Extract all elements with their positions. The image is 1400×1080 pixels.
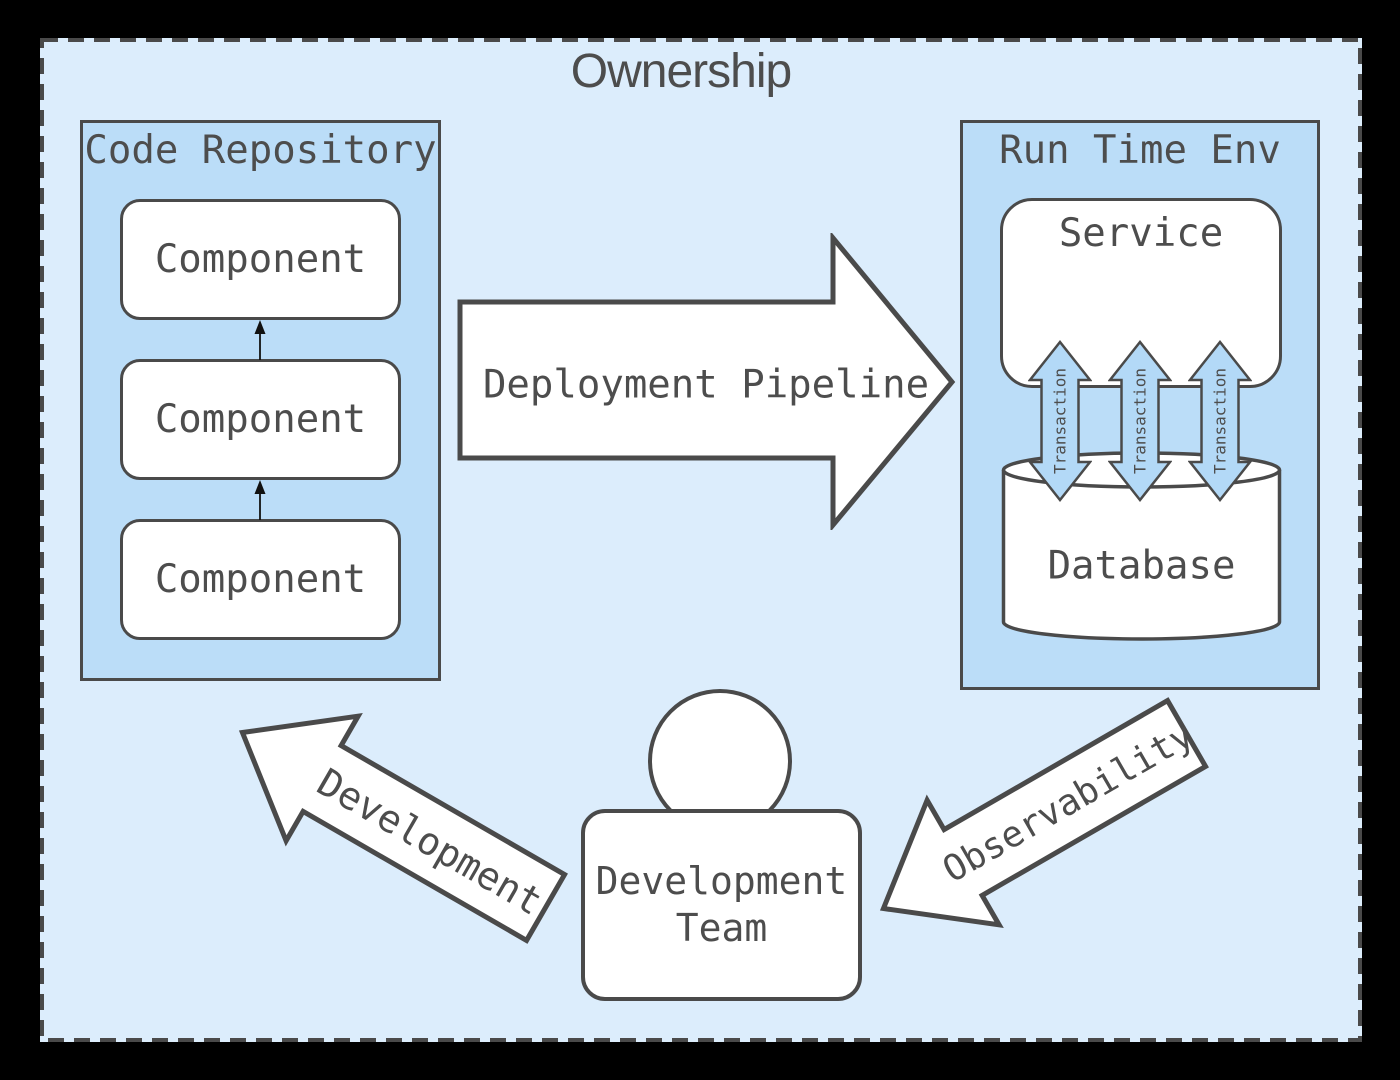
development-team-node: Development Team [581, 809, 862, 1001]
development-team-label-line1: Development [595, 859, 848, 903]
development-arrow: Development [238, 712, 568, 944]
ownership-boundary: Ownership Code Repository Component Comp… [40, 38, 1362, 1042]
transaction-label: Transaction [1051, 368, 1070, 474]
component-label: Component [154, 557, 367, 602]
development-team-label-line2: Team [675, 906, 768, 950]
component-node: Component [120, 199, 401, 320]
diagram-title: Ownership [570, 45, 792, 98]
dashed-boundary-border [40, 38, 1362, 1042]
component-label: Component [154, 397, 367, 442]
database-label: Database [1048, 544, 1236, 589]
transaction-arrow: Transaction [1188, 340, 1252, 502]
service-label: Service [1058, 211, 1224, 256]
transaction-label: Transaction [1211, 368, 1230, 474]
deployment-pipeline-label: Deployment Pipeline [483, 363, 929, 408]
up-arrow-connector-icon [254, 480, 266, 520]
runtime-env-label: Run Time Env [999, 128, 1281, 173]
transaction-label: Transaction [1131, 368, 1150, 474]
component-node: Component [120, 519, 401, 640]
service-node: Service [1000, 198, 1282, 388]
deployment-pipeline-arrow: Deployment Pipeline [457, 233, 956, 530]
up-arrow-connector-icon [254, 320, 266, 360]
component-node: Component [120, 359, 401, 480]
transaction-arrow: Transaction [1108, 340, 1172, 502]
transaction-arrow: Transaction [1028, 340, 1092, 502]
observability-arrow: Observability [879, 697, 1209, 929]
development-arrow-label: Development [310, 760, 550, 924]
observability-arrow-label: Observability [936, 715, 1201, 891]
code-repository-label: Code Repository [84, 128, 437, 173]
component-label: Component [154, 237, 367, 282]
